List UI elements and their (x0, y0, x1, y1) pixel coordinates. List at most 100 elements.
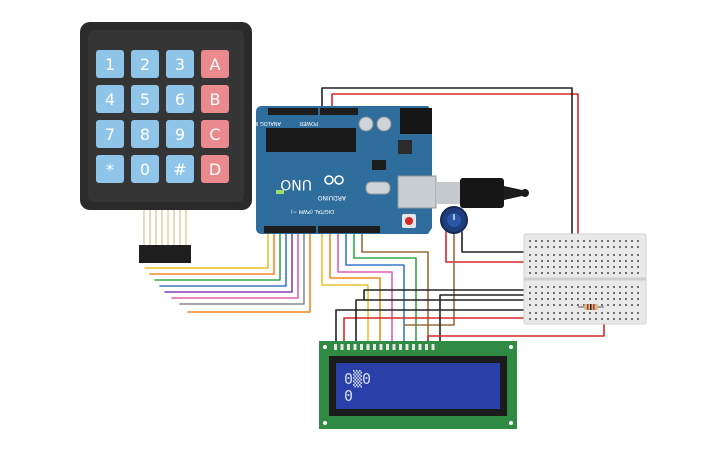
breadboard-hole[interactable] (529, 260, 531, 262)
breadboard-hole[interactable] (565, 318, 567, 320)
lcd-pin[interactable] (373, 344, 376, 350)
breadboard-hole[interactable] (625, 298, 627, 300)
breadboard-hole[interactable] (583, 304, 585, 306)
breadboard-hole[interactable] (559, 240, 561, 242)
breadboard-hole[interactable] (637, 298, 639, 300)
breadboard-hole[interactable] (631, 304, 633, 306)
breadboard-hole[interactable] (529, 266, 531, 268)
keypad-key-D[interactable]: D (201, 155, 229, 183)
breadboard-hole[interactable] (637, 260, 639, 262)
keypad-key-1[interactable]: 1 (96, 50, 124, 78)
breadboard-hole[interactable] (565, 260, 567, 262)
breadboard-hole[interactable] (553, 304, 555, 306)
breadboard-hole[interactable] (529, 246, 531, 248)
breadboard-hole[interactable] (613, 318, 615, 320)
breadboard-hole[interactable] (547, 266, 549, 268)
breadboard-hole[interactable] (541, 266, 543, 268)
digital-header-right[interactable] (318, 226, 380, 233)
breadboard-hole[interactable] (595, 266, 597, 268)
breadboard-hole[interactable] (601, 240, 603, 242)
breadboard-hole[interactable] (547, 240, 549, 242)
breadboard-hole[interactable] (625, 266, 627, 268)
breadboard-hole[interactable] (577, 292, 579, 294)
keypad-key-B[interactable]: B (201, 85, 229, 113)
digital-header-left[interactable] (264, 226, 316, 233)
breadboard-hole[interactable] (613, 312, 615, 314)
breadboard-hole[interactable] (571, 304, 573, 306)
breadboard-hole[interactable] (565, 246, 567, 248)
breadboard-hole[interactable] (625, 312, 627, 314)
breadboard-hole[interactable] (559, 304, 561, 306)
keypad-key-9[interactable]: 9 (166, 120, 194, 148)
breadboard-hole[interactable] (565, 312, 567, 314)
breadboard-hole[interactable] (553, 298, 555, 300)
breadboard-hole[interactable] (637, 254, 639, 256)
breadboard-hole[interactable] (535, 254, 537, 256)
breadboard-hole[interactable] (535, 292, 537, 294)
breadboard-hole[interactable] (553, 246, 555, 248)
breadboard-hole[interactable] (547, 304, 549, 306)
breadboard-hole[interactable] (571, 318, 573, 320)
lcd-pin[interactable] (340, 344, 344, 350)
breadboard-hole[interactable] (559, 298, 561, 300)
keypad-key-face[interactable] (96, 50, 124, 78)
breadboard-hole[interactable] (619, 254, 621, 256)
keypad-key-face[interactable] (96, 85, 124, 113)
breadboard-hole[interactable] (547, 318, 549, 320)
breadboard-hole[interactable] (535, 286, 537, 288)
breadboard-hole[interactable] (577, 254, 579, 256)
keypad-key-0[interactable]: 0 (131, 155, 159, 183)
breadboard-hole[interactable] (607, 240, 609, 242)
breadboard-hole[interactable] (559, 254, 561, 256)
breadboard-hole[interactable] (637, 312, 639, 314)
keypad-key-*[interactable]: * (96, 155, 124, 183)
breadboard-hole[interactable] (583, 318, 585, 320)
keypad-key-face[interactable] (201, 50, 229, 78)
breadboard-hole[interactable] (589, 298, 591, 300)
breadboard-hole[interactable] (595, 286, 597, 288)
keypad-key-C[interactable]: C (201, 120, 229, 148)
keypad-key-face[interactable] (131, 120, 159, 148)
breadboard-hole[interactable] (625, 286, 627, 288)
breadboard-hole[interactable] (553, 312, 555, 314)
breadboard-hole[interactable] (553, 318, 555, 320)
lcd-pin[interactable] (360, 344, 363, 350)
breadboard-hole[interactable] (559, 272, 561, 274)
breadboard-hole[interactable] (577, 312, 579, 314)
breadboard-hole[interactable] (607, 254, 609, 256)
breadboard-hole[interactable] (553, 254, 555, 256)
breadboard-hole[interactable] (541, 304, 543, 306)
keypad-key-face[interactable] (131, 155, 159, 183)
breadboard-hole[interactable] (631, 246, 633, 248)
breadboard-hole[interactable] (547, 260, 549, 262)
breadboard-hole[interactable] (559, 318, 561, 320)
breadboard-hole[interactable] (553, 266, 555, 268)
breadboard-holes[interactable] (529, 240, 639, 320)
breadboard-hole[interactable] (553, 292, 555, 294)
breadboard-hole[interactable] (601, 304, 603, 306)
breadboard-hole[interactable] (577, 286, 579, 288)
breadboard-hole[interactable] (571, 298, 573, 300)
breadboard-hole[interactable] (559, 312, 561, 314)
breadboard-hole[interactable] (541, 286, 543, 288)
breadboard-hole[interactable] (601, 254, 603, 256)
keypad-key-5[interactable]: 5 (131, 85, 159, 113)
breadboard-hole[interactable] (589, 240, 591, 242)
keypad-key-face[interactable] (96, 120, 124, 148)
breadboard-hole[interactable] (601, 312, 603, 314)
breadboard-hole[interactable] (613, 298, 615, 300)
breadboard-hole[interactable] (595, 318, 597, 320)
breadboard-hole[interactable] (535, 304, 537, 306)
keypad-key-face[interactable] (96, 155, 124, 183)
breadboard-hole[interactable] (529, 240, 531, 242)
breadboard-hole[interactable] (553, 272, 555, 274)
breadboard-hole[interactable] (529, 292, 531, 294)
breadboard-hole[interactable] (589, 286, 591, 288)
breadboard-hole[interactable] (589, 292, 591, 294)
breadboard-hole[interactable] (583, 254, 585, 256)
keypad-key-face[interactable] (166, 50, 194, 78)
lcd-pin[interactable] (334, 344, 337, 350)
breadboard-hole[interactable] (607, 286, 609, 288)
breadboard-hole[interactable] (607, 292, 609, 294)
keypad-key-A[interactable]: A (201, 50, 229, 78)
